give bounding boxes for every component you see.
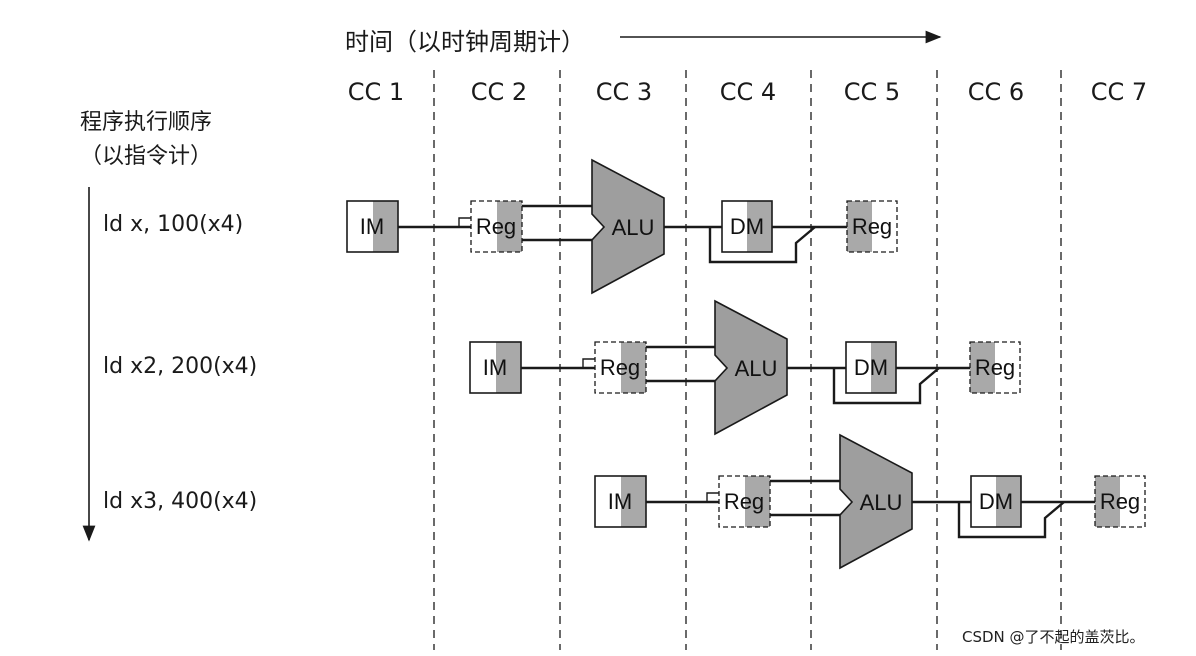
time-axis-label: 时间（以时钟周期计） bbox=[345, 28, 585, 56]
reg-read-label: Reg bbox=[724, 489, 764, 514]
reg-write-label: Reg bbox=[852, 214, 892, 239]
cc-label-2: CC 2 bbox=[470, 78, 528, 106]
dm-label: DM bbox=[854, 355, 888, 380]
program-order-label: 程序执行顺序 bbox=[80, 110, 213, 135]
alu-unit bbox=[714, 299, 788, 436]
reg-read-unit bbox=[718, 475, 771, 528]
reg-write-label: Reg bbox=[1100, 489, 1140, 514]
dm-label: DM bbox=[730, 214, 764, 239]
cc-label-7: CC 7 bbox=[1090, 78, 1148, 106]
alu-unit bbox=[591, 158, 665, 295]
reg-read-label: Reg bbox=[600, 355, 640, 380]
im-label: IM bbox=[360, 214, 384, 239]
program-order-sublabel: （以指令计） bbox=[80, 144, 213, 169]
cc-label-3: CC 3 bbox=[595, 78, 653, 106]
cc-label-6: CC 6 bbox=[967, 78, 1025, 106]
alu-label: ALU bbox=[612, 215, 655, 240]
instruction-label-1: ld x, 100(x4) bbox=[103, 212, 244, 237]
cc-label-5: CC 5 bbox=[843, 78, 901, 106]
reg-read-unit bbox=[470, 200, 523, 253]
pipeline-row-3: IM Reg ALU DM Reg bbox=[594, 433, 1146, 570]
im-label: IM bbox=[483, 355, 507, 380]
alu-label: ALU bbox=[735, 356, 778, 381]
dm-label: DM bbox=[979, 489, 1013, 514]
reg-read-unit bbox=[594, 341, 647, 394]
reg-read-label: Reg bbox=[476, 214, 516, 239]
watermark: CSDN @了不起的盖茨比。 bbox=[962, 628, 1145, 646]
reg-write-unit bbox=[1094, 475, 1146, 528]
alu-label: ALU bbox=[860, 490, 903, 515]
reg-write-unit bbox=[846, 200, 898, 253]
pipeline-row-1: IM Reg ALU DM Reg bbox=[346, 158, 898, 295]
reg-write-unit bbox=[969, 341, 1021, 394]
pipeline-row-2: IM Reg ALU DM Reg bbox=[469, 299, 1021, 436]
alu-unit bbox=[839, 433, 913, 570]
instruction-label-2: ld x2, 200(x4) bbox=[103, 354, 258, 379]
reg-write-label: Reg bbox=[975, 355, 1015, 380]
instruction-label-3: ld x3, 400(x4) bbox=[103, 489, 258, 514]
cc-label-1: CC 1 bbox=[347, 78, 405, 106]
im-label: IM bbox=[608, 489, 632, 514]
cc-label-4: CC 4 bbox=[719, 78, 777, 106]
